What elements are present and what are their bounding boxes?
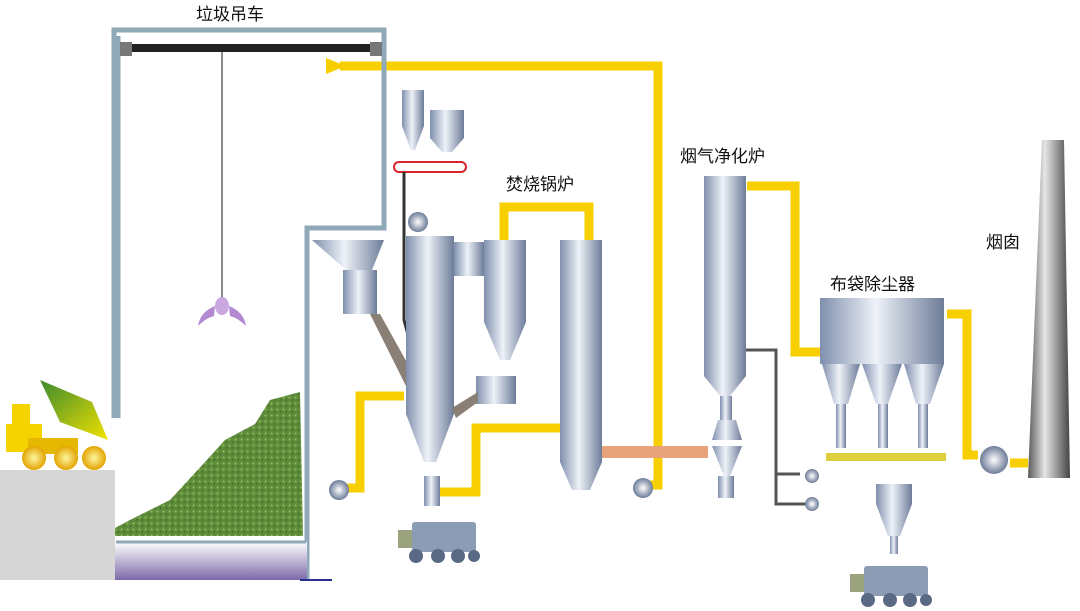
label-crane: 垃圾吊车 — [196, 5, 264, 25]
duct-inlet-nozzle — [326, 58, 346, 74]
label-bag-filter: 布袋除尘器 — [830, 275, 915, 295]
incineration-boiler — [406, 212, 602, 506]
ash-truck-left — [398, 522, 480, 563]
tipping-platform — [0, 470, 115, 580]
hot-gas-pipe — [602, 446, 708, 458]
label-chimney: 烟囱 — [986, 233, 1020, 253]
garbage-truck — [6, 380, 108, 470]
fan-icon — [805, 497, 819, 511]
fan-icon — [633, 478, 653, 498]
flue-gas-purifier-column — [704, 176, 810, 506]
fan-icon — [805, 469, 819, 483]
bunker-pit-water — [115, 542, 307, 580]
watermark-logo-icon — [12, 580, 32, 600]
reagent-silos — [393, 90, 467, 351]
garbage-bunker — [111, 27, 387, 580]
garbage-crane — [120, 42, 382, 298]
label-flue-gas-purifier: 烟气净化炉 — [680, 147, 765, 167]
svg-text:大数跨境: 大数跨境 — [46, 581, 118, 603]
label-boiler: 焚烧锅炉 — [506, 175, 574, 195]
chimney-stack — [1028, 140, 1070, 478]
bag-filter-unit — [820, 298, 946, 554]
fan-icon — [329, 480, 349, 500]
waste-pile — [115, 392, 303, 536]
fan-icon — [980, 446, 1008, 474]
watermark: 大数跨境 — [12, 580, 118, 603]
crane-grab-claw — [198, 297, 246, 326]
ash-truck-right — [850, 566, 932, 607]
